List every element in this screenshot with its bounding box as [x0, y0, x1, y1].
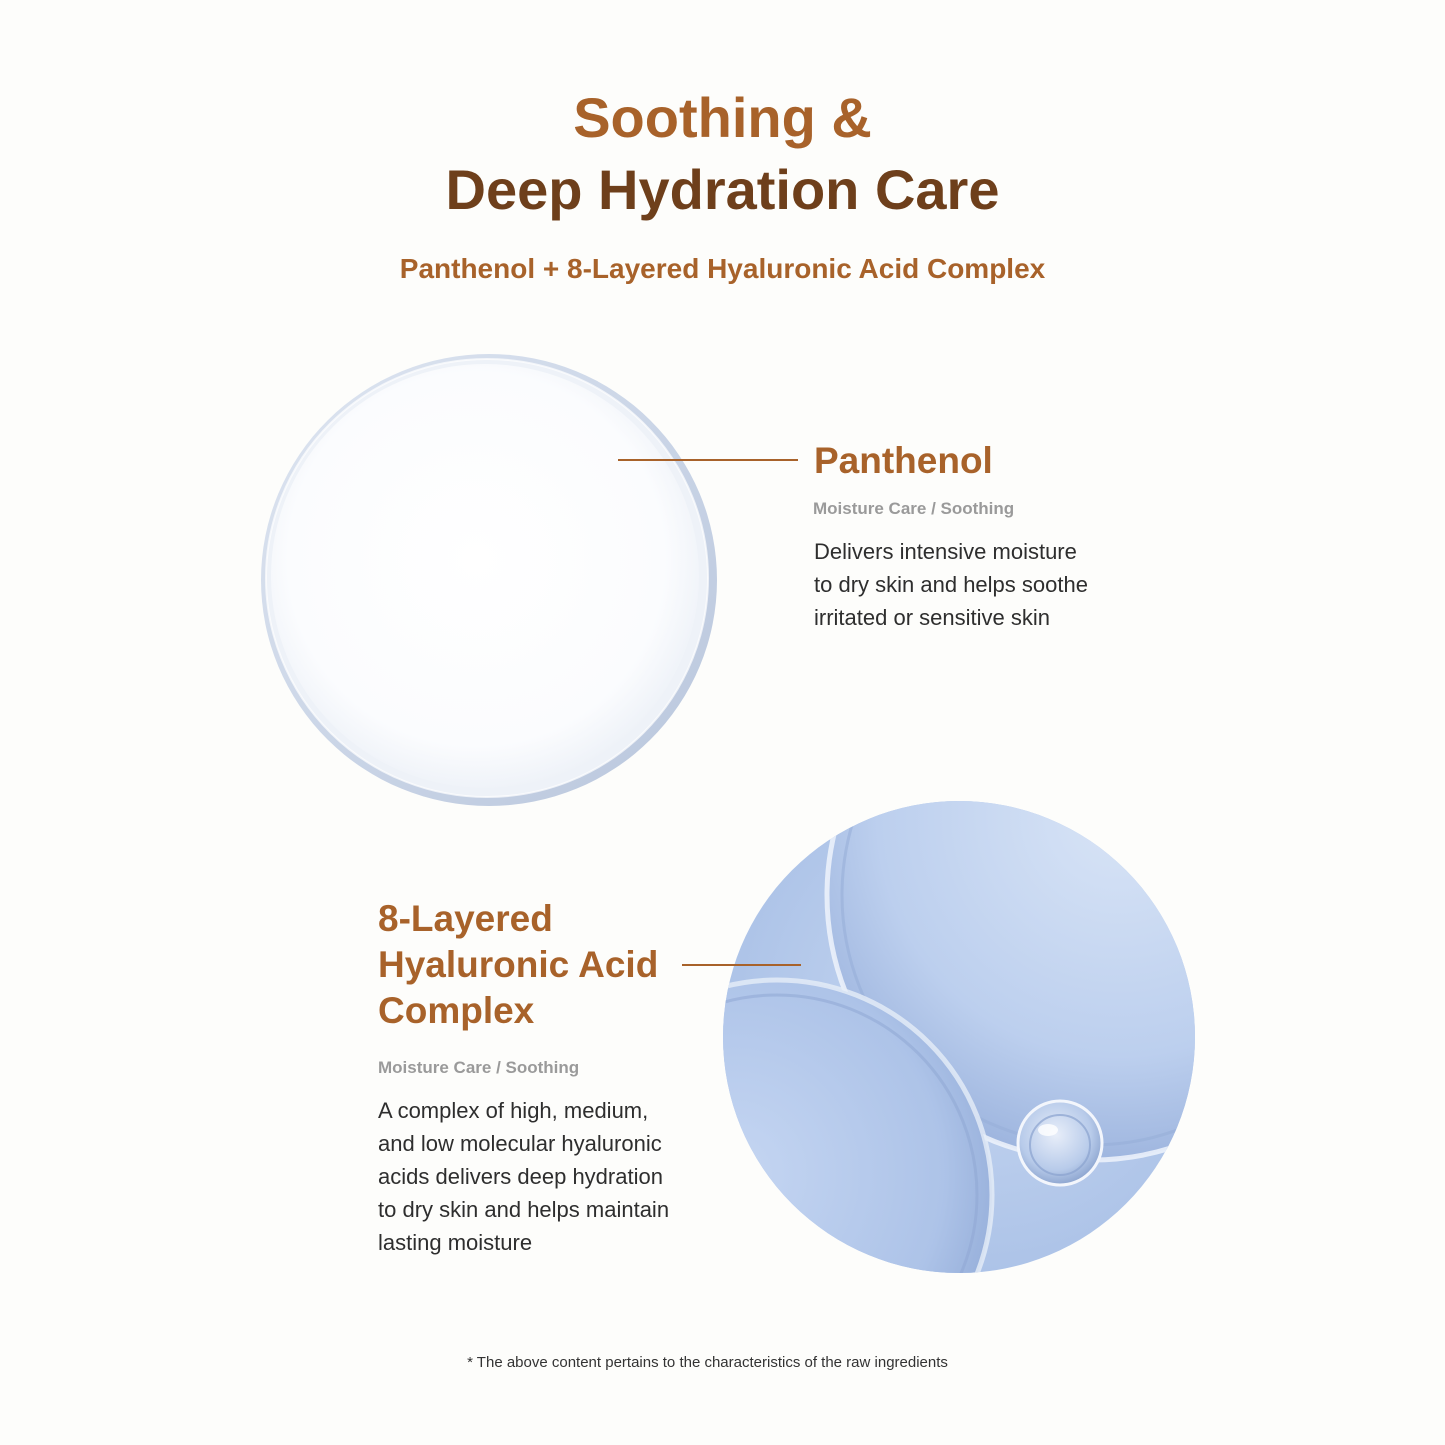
page-title-line-1: Soothing &: [573, 86, 872, 149]
hyaluronic-description-line: acids delivers deep hydration: [378, 1164, 663, 1189]
panthenol-leader-line: [618, 459, 798, 461]
hyaluronic-description-line: and low molecular hyaluronic: [378, 1131, 662, 1156]
hyaluronic-acid-name: 8-Layered Hyaluronic Acid Complex: [378, 896, 658, 1034]
hyaluronic-acid-name-line: Complex: [378, 990, 535, 1031]
panthenol-name: Panthenol: [814, 440, 993, 481]
panthenol-description: Delivers intensive moisture to dry skin …: [814, 535, 1088, 634]
hyaluronic-description-line: to dry skin and helps maintain: [378, 1197, 670, 1222]
panthenol-tag: Moisture Care / Soothing: [813, 499, 1015, 518]
panthenol-description-line: Delivers intensive moisture: [814, 539, 1077, 564]
panthenol-texture-image: [261, 354, 717, 806]
page-subtitle: Panthenol + 8-Layered Hyaluronic Acid Co…: [399, 253, 1046, 284]
hyaluronic-acid-name-line: Hyaluronic Acid: [378, 944, 659, 985]
panthenol-description-line: irritated or sensitive skin: [814, 605, 1050, 630]
panthenol-description-line: to dry skin and helps soothe: [814, 572, 1088, 597]
footnote: * The above content pertains to the char…: [467, 1354, 948, 1371]
hyaluronic-leader-line: [682, 964, 801, 966]
hyaluronic-acid-description: A complex of high, medium, and low molec…: [378, 1094, 669, 1259]
page-title-line-2: Deep Hydration Care: [445, 158, 1000, 221]
hyaluronic-acid-name-line: 8-Layered: [378, 898, 553, 939]
hyaluronic-acid-tag: Moisture Care / Soothing: [378, 1058, 580, 1077]
hyaluronic-description-line: lasting moisture: [378, 1230, 533, 1255]
hyaluronic-description-line: A complex of high, medium,: [378, 1098, 649, 1123]
hyaluronic-acid-texture-image: [723, 801, 1195, 1273]
